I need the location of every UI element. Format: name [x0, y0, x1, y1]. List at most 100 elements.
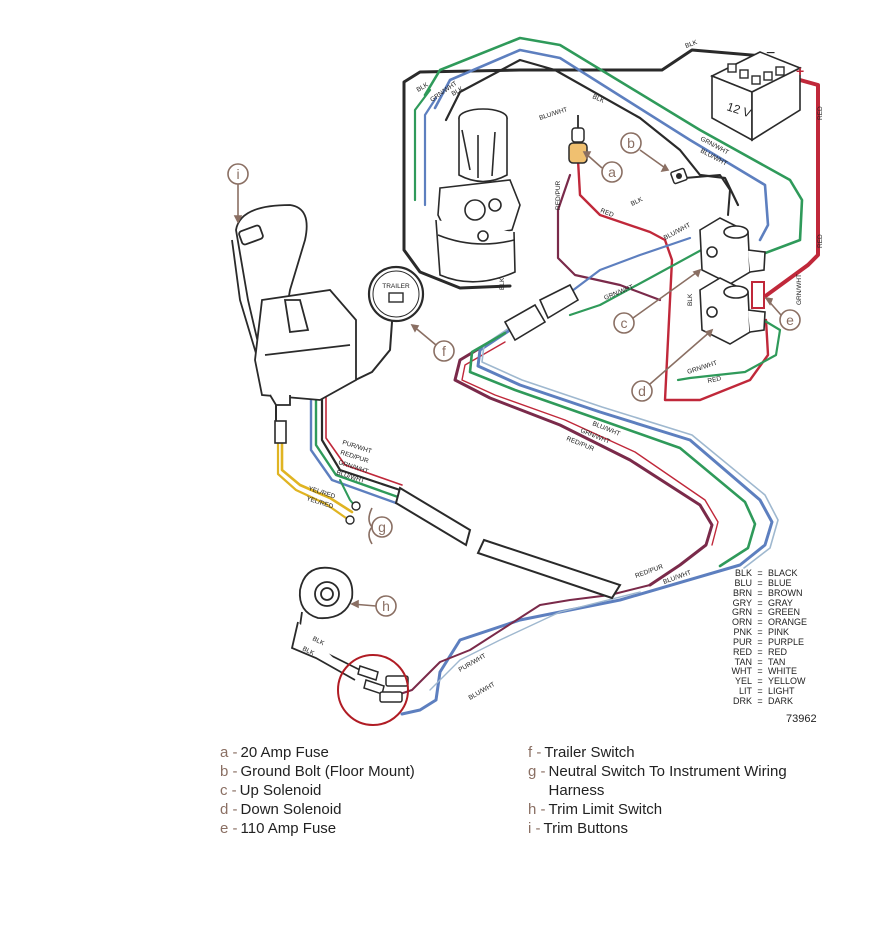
- badge-a-letter: a: [608, 164, 616, 180]
- badge-c-letter: c: [621, 315, 628, 331]
- legend-abbr: GRY: [732, 597, 752, 608]
- legend-row: WHT=WHITE: [727, 667, 827, 677]
- fuse-110-amp: [751, 281, 765, 309]
- label-blk-sol: BLK: [687, 293, 694, 306]
- legend-row: PNK=PINK: [727, 627, 827, 638]
- label-grn-wht-sol: GRN/WHT: [603, 284, 634, 302]
- legend-equals: =: [757, 587, 763, 598]
- wire-red-battery-positive: [758, 78, 820, 302]
- label-blk-bottom: BLK: [499, 277, 506, 290]
- legend-color-name: YELLOW: [768, 676, 806, 687]
- legend-abbr: RED: [732, 646, 752, 657]
- key-letter: g -: [528, 763, 546, 780]
- key-letter: e -: [220, 820, 238, 837]
- figure-number: 73962: [786, 713, 817, 725]
- wire-red-pur-fuse: [576, 158, 770, 402]
- badge-d: [631, 380, 653, 402]
- key-item: f -Trailer Switch: [528, 743, 787, 762]
- wire-handle-blue: [309, 393, 398, 505]
- label-red-battery: RED: [817, 106, 824, 120]
- badge-d-letter: d: [638, 383, 646, 399]
- battery-plus: +: [796, 63, 804, 79]
- badge-g-letter: g: [378, 519, 386, 535]
- legend-row: DRK=DARK: [727, 695, 827, 707]
- legend-color-name: TAN: [768, 656, 786, 667]
- callouts: [227, 132, 801, 617]
- label-red-battery-lower: RED: [817, 234, 824, 248]
- legend-equals: =: [757, 656, 763, 667]
- wire-handle-red: [325, 394, 403, 486]
- wire-harness-green: [468, 331, 757, 568]
- wire-grn-wht-solenoid: [676, 316, 782, 382]
- legend-equals: =: [757, 607, 763, 618]
- key-text: Up Solenoid: [239, 782, 322, 799]
- legend-color-name: LIGHT: [768, 686, 795, 697]
- key-letter: d -: [220, 801, 238, 818]
- wire-grn-wht-harness: [568, 246, 707, 317]
- harness-connector: [503, 283, 580, 342]
- harness-tubes: [274, 420, 622, 600]
- label-grn-wht-far-right: GRN/WHT: [796, 274, 803, 305]
- ground-bolt: [670, 167, 688, 185]
- legend-equals: =: [757, 627, 763, 638]
- badge-h-letter: h: [382, 598, 390, 614]
- legend-color-name: BLUE: [768, 577, 792, 588]
- wire-grn-wht-outer: [423, 36, 804, 257]
- legend-equals: =: [757, 666, 763, 677]
- wire-harness-red: [461, 341, 719, 546]
- legend-equals: =: [757, 695, 763, 706]
- wire-blk-battery-negative: [402, 48, 765, 290]
- solenoid-up: [699, 217, 766, 285]
- legend-abbr: DRK: [732, 695, 752, 706]
- legend-row: GRY = GRAY: [727, 597, 827, 609]
- key-item: a -20 Amp Fuse: [220, 743, 415, 762]
- key-item: c -Up Solenoid: [220, 781, 415, 800]
- badge-b-letter: b: [627, 135, 635, 151]
- key-letter: b -: [220, 763, 238, 780]
- wire-harness-blue: [400, 328, 774, 716]
- legend-color-name: PINK: [768, 627, 790, 638]
- badge-c: [613, 312, 635, 334]
- legend-equals: =: [757, 686, 763, 697]
- key-letter: f -: [528, 744, 542, 761]
- legend-abbr: GRN: [732, 607, 752, 618]
- legend-abbr: BLU: [734, 577, 752, 588]
- legend-equals: =: [757, 597, 763, 608]
- label-blu-wht-motor: BLU/WHT: [538, 106, 568, 122]
- label-red-fuse: RED: [599, 207, 615, 219]
- wire-blk-ground: [684, 174, 731, 216]
- legend-equals: =: [757, 568, 763, 578]
- legend-row: RED=RED: [727, 646, 827, 658]
- wire-yel-red-neutral-2: [276, 428, 348, 520]
- battery: 12 V − +: [710, 45, 804, 142]
- legend-equals: =: [757, 636, 763, 647]
- legend-equals: =: [757, 577, 763, 588]
- key-letter: a -: [220, 744, 238, 761]
- legend-row: BRN=BROWN: [727, 587, 827, 599]
- legend-row: YEL = YELLOW: [727, 676, 827, 687]
- label-red-sol-down: RED: [707, 375, 722, 385]
- wire-green-neutral: [339, 479, 356, 507]
- label-blu-wht-bottom: BLU/WHT: [468, 681, 497, 702]
- label-pur-wht-lower: PUR/WHT: [458, 652, 488, 673]
- legend-color-name: BROWN: [768, 587, 803, 598]
- legend-equals: =: [757, 676, 763, 687]
- legend-row: PUR = PURPLE: [727, 636, 827, 648]
- trailer-switch-label: TRAILER: [382, 283, 410, 290]
- label-red-pur-fuse: RED/PUR: [555, 180, 562, 210]
- legend-abbr: YEL: [734, 676, 752, 687]
- key-text: Trim Buttons: [543, 820, 628, 837]
- legend-color-name: GRAY: [768, 597, 793, 608]
- legend-equals: =: [757, 617, 763, 628]
- legend-row: TAN=TAN: [727, 656, 827, 668]
- legend-color-name: PURPLE: [768, 636, 805, 647]
- legend-row: ORN=ORANGE: [727, 617, 827, 628]
- wire-group-harness: [399, 325, 779, 716]
- wire-yel-red-neutral: [280, 428, 354, 514]
- legend-abbr: WHT: [731, 666, 753, 677]
- solenoid-down: [699, 277, 766, 345]
- legend-abbr: PUR: [732, 636, 752, 647]
